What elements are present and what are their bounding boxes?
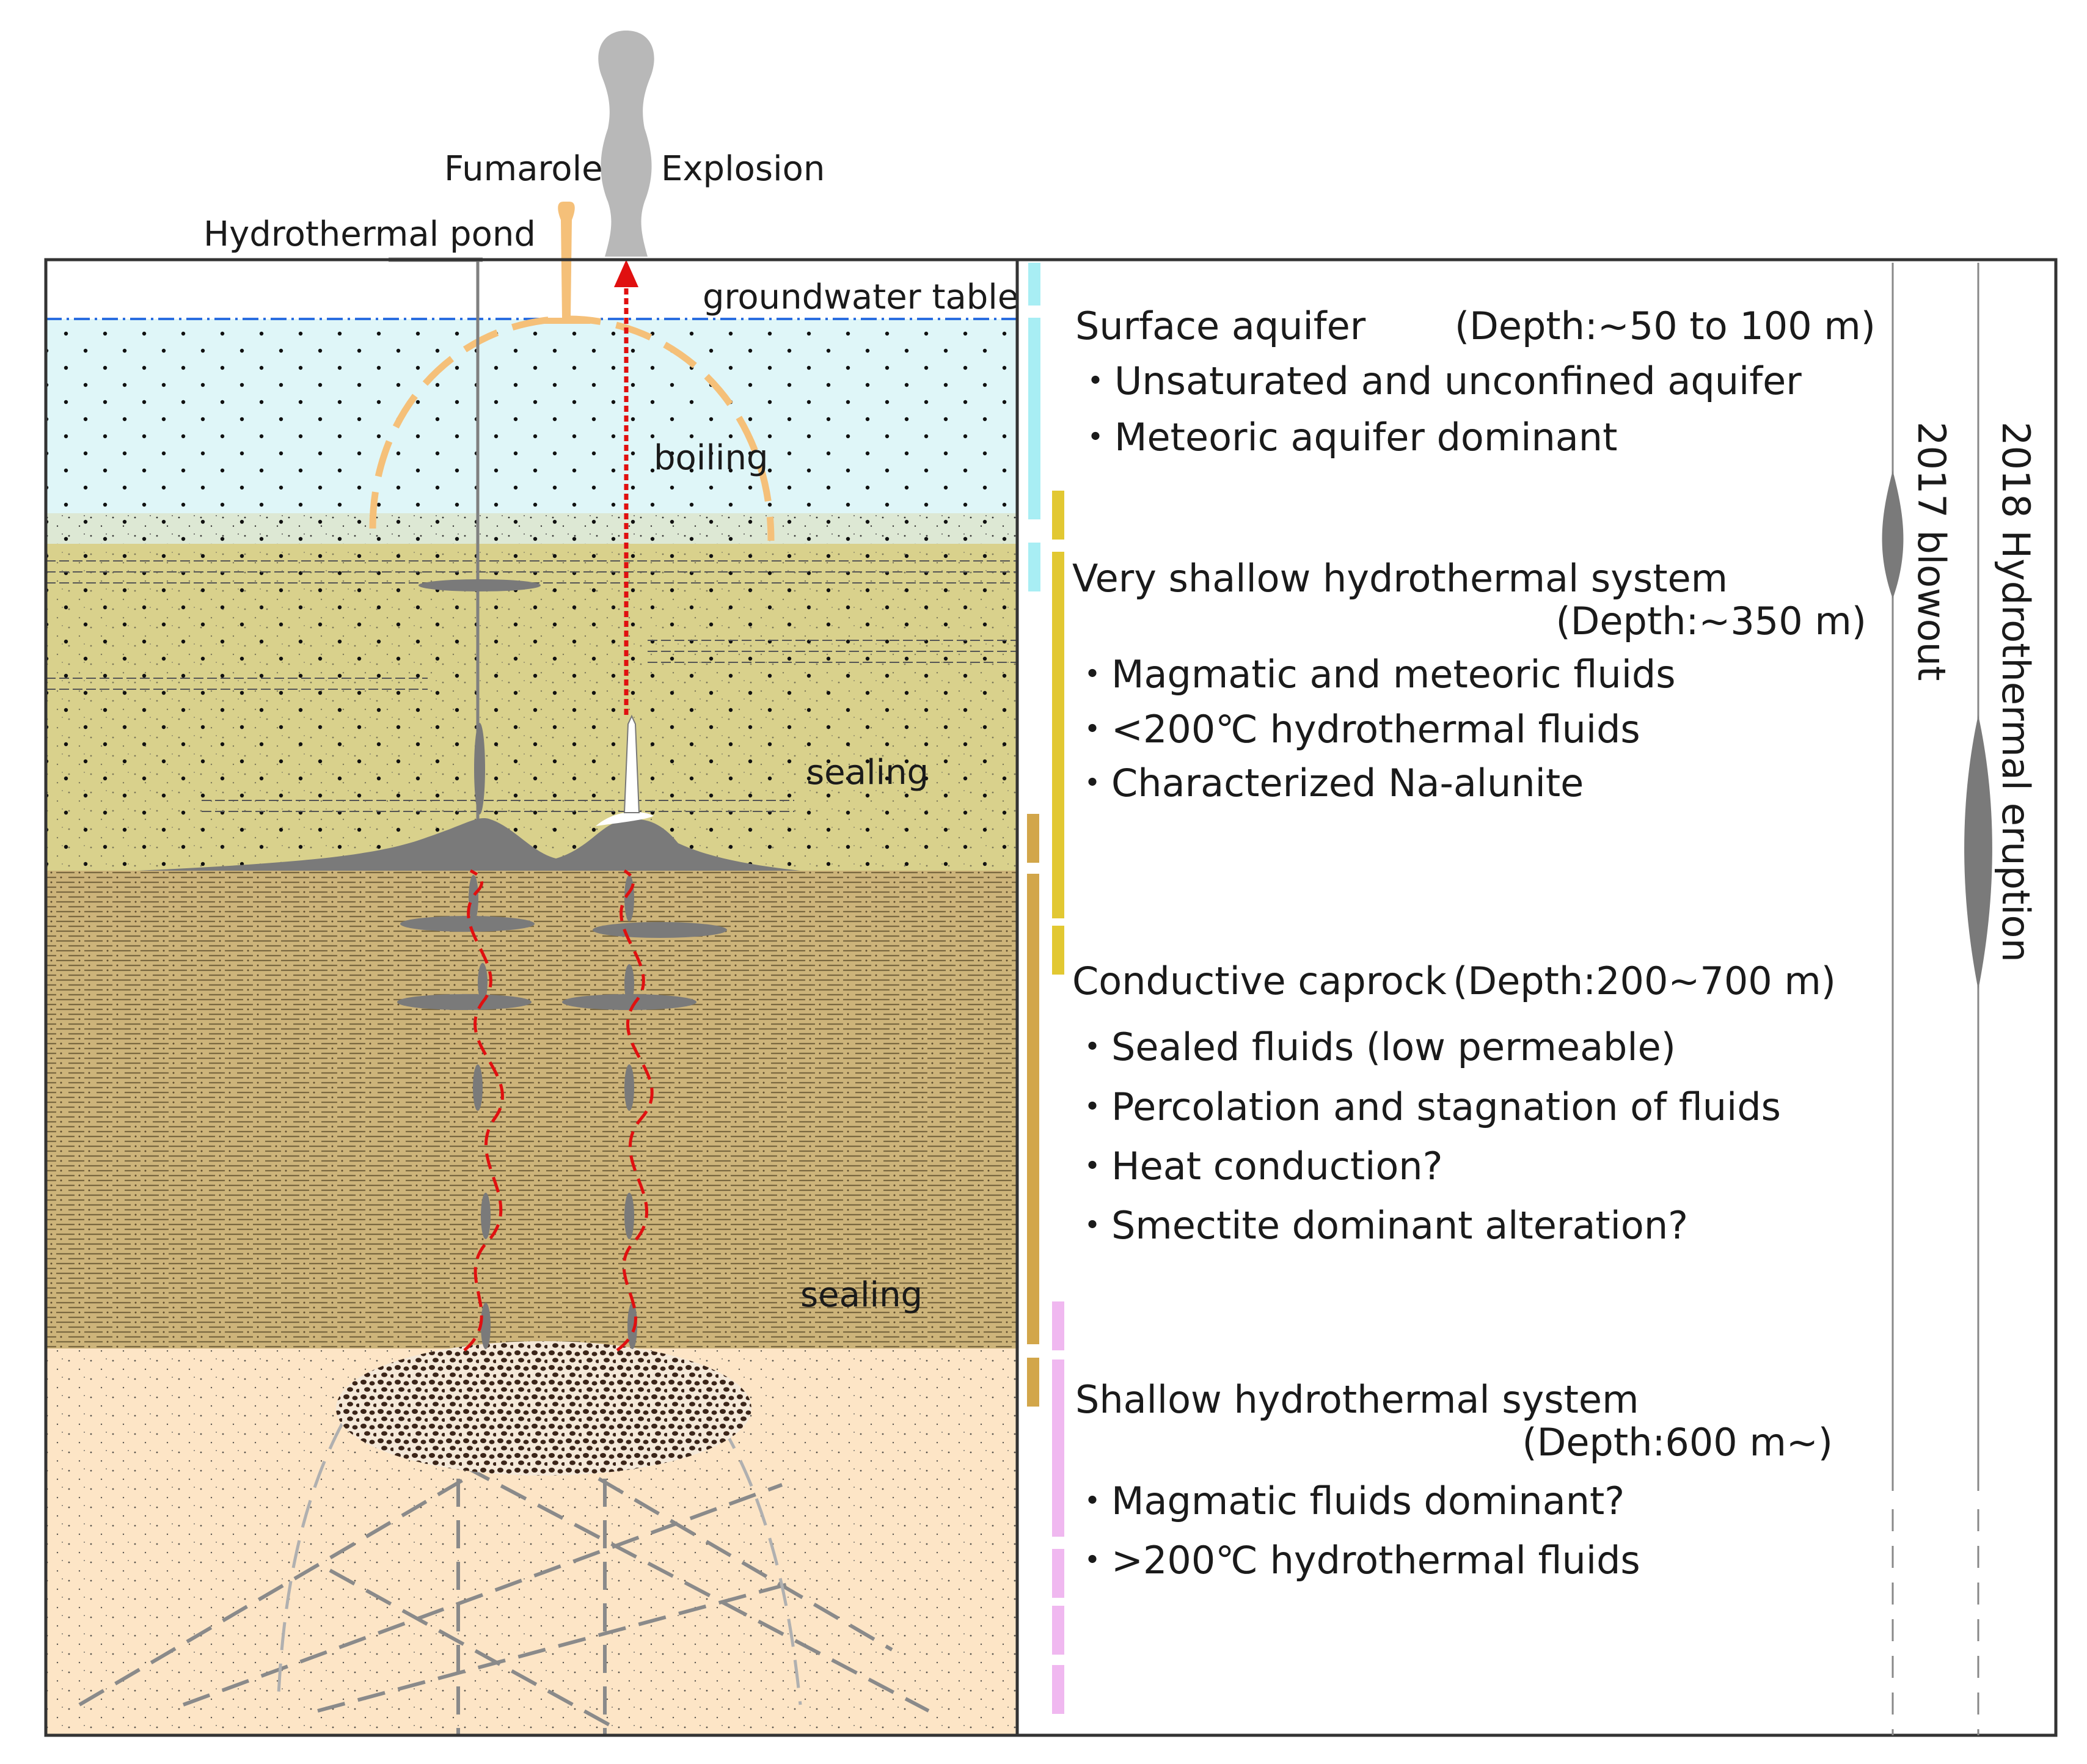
hydrothermal-pond-label: Hydrothermal pond <box>203 214 536 254</box>
sealing-mound <box>137 818 800 871</box>
bar-shallow-5 <box>1052 1665 1064 1714</box>
event-2017-label: 2017 blowout <box>1909 422 1954 681</box>
bar-shallow-3 <box>1052 1549 1064 1598</box>
zone-shallow-depth: (Depth:600 m~) <box>1522 1420 1833 1465</box>
zone-very-shallow-title: Very shallow hydrothermal system <box>1072 556 1728 601</box>
bar-shallow-4 <box>1052 1606 1064 1655</box>
zone-caprock-bullet: ・Smectite dominant alteration? <box>1073 1203 1688 1248</box>
aquifer-dots <box>46 319 1017 544</box>
unsaturated-zone <box>46 260 1017 318</box>
cross-section <box>44 31 1019 1737</box>
event-2018-label: 2018 Hydrothermal eruption <box>1994 422 2038 962</box>
bar-very-shallow-2 <box>1052 552 1064 918</box>
zone-caprock-bullet: ・Heat conduction? <box>1073 1144 1443 1188</box>
very-shallow-fine-dots <box>46 550 1017 871</box>
fluid-pathways <box>463 869 654 1352</box>
bar-caprock-1 <box>1027 814 1039 863</box>
hydrothermal-reservoir <box>336 1341 751 1476</box>
explosion-plume <box>598 31 654 257</box>
bar-shallow-1 <box>1052 1301 1064 1350</box>
groundwater-table-label: groundwater table <box>703 277 1018 317</box>
zone-shallow-title: Shallow hydrothermal system <box>1075 1377 1639 1422</box>
event-2018-peak <box>1964 715 1992 990</box>
zone-caprock-bullet: ・Percolation and stagnation of fluids <box>1073 1085 1781 1129</box>
zone-shallow-bullet: ・Magmatic fluids dominant? <box>1073 1479 1625 1523</box>
zone-surface-aquifer-title: Surface aquifer <box>1075 304 1366 348</box>
sealing-upper-label: sealing <box>806 753 929 792</box>
depth-bars <box>1027 263 1064 1714</box>
zone-very-shallow-bullet: ・Characterized Na-alunite <box>1073 761 1584 805</box>
bar-very-shallow-3 <box>1052 926 1064 975</box>
event-2017-peak <box>1882 470 1904 599</box>
reservoir-right-edge <box>719 1422 802 1705</box>
legend-panel: Surface aquifer (Depth:~50 to 100 m) ・Un… <box>1015 258 2058 1737</box>
mound-white-cap <box>596 811 654 826</box>
fumarole <box>541 202 590 324</box>
zone-caprock-depth: (Depth:200~700 m) <box>1453 959 1836 1003</box>
event-2018-timeline <box>1964 263 1992 1735</box>
zone-caprock-title: Conductive caprock <box>1072 959 1447 1003</box>
bar-caprock-2 <box>1027 874 1039 1344</box>
zone-surface-aquifer-bullet: ・Unsaturated and unconfined aquifer <box>1076 359 1802 403</box>
deep-fracture-network <box>78 1465 930 1735</box>
bar-caprock-3 <box>1027 1358 1039 1407</box>
zone-very-shallow-bullet: ・<200℃ hydrothermal fluids <box>1073 707 1640 752</box>
zone-caprock-bullet: ・Sealed fluids (low permeable) <box>1073 1025 1676 1069</box>
event-2017-timeline <box>1882 263 1904 1735</box>
aquifer-fine-dots <box>46 513 1017 544</box>
zone-very-shallow-bullet: ・Magmatic and meteoric fluids <box>1073 652 1676 697</box>
caprock-hatch <box>46 871 1017 1349</box>
explosion-arrowhead <box>614 260 638 287</box>
reservoir-left-edge <box>276 1422 344 1705</box>
explosion-label: Explosion <box>661 149 825 189</box>
zone-surface-aquifer-bullet: ・Meteoric aquifer dominant <box>1076 415 1617 459</box>
bar-aquifer-2 <box>1028 318 1040 519</box>
boiling-label: boiling <box>654 438 769 478</box>
bar-very-shallow-1 <box>1052 491 1064 540</box>
bar-aquifer-3 <box>1028 543 1040 591</box>
sealing-lower-label: sealing <box>800 1275 923 1315</box>
fumarole-label: Fumarole <box>444 149 603 189</box>
eruption-vent <box>623 714 640 813</box>
zone-very-shallow-depth: (Depth:~350 m) <box>1555 599 1866 643</box>
vein-spikes <box>469 723 637 1349</box>
zone-surface-aquifer-depth: (Depth:~50 to 100 m) <box>1455 304 1876 348</box>
zone-shallow-bullet: ・>200℃ hydrothermal fluids <box>1073 1538 1640 1583</box>
legend-frame <box>1015 258 2058 1737</box>
bar-aquifer-1 <box>1028 263 1040 306</box>
bar-shallow-2 <box>1052 1360 1064 1537</box>
